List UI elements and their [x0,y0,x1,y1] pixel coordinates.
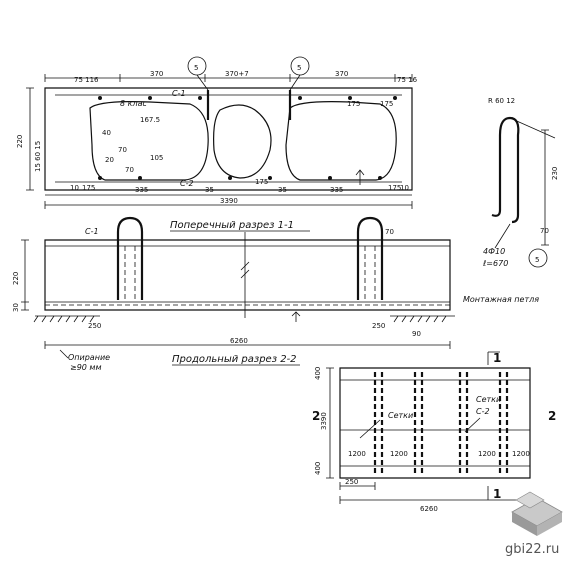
loop-small: 70 [540,227,549,235]
long-height: 220 [12,272,20,285]
dim-bottom-1: 10 [70,184,79,192]
rebar-dots [98,96,397,180]
plan-c2: С-2 [476,407,490,416]
inner-c: 40 [102,129,111,137]
dim-bottom-4: 35 [205,186,214,194]
dim-250-right: 250 [372,322,385,330]
inner-e: 20 [105,156,114,164]
dim-overall: 3390 [220,197,238,205]
label-c1: C-1 [172,89,186,98]
plan-span-1: 1200 [348,450,366,458]
dim-top-3: 370 [335,70,348,78]
dim-bottom-3: 335 [135,186,148,194]
plan-overall: 6260 [420,505,438,513]
dim-top-2: 370+7 [225,70,249,78]
plan-mark-1-top: 1 [493,351,501,365]
plan-mark-1-bottom: 1 [493,487,501,501]
plan-span-2: 1200 [390,450,408,458]
dim-edge-left: 75 116 [74,76,99,84]
label-c1-long: C-1 [85,227,99,236]
inner-r: 8 клас [120,99,147,108]
dim-90: 90 [412,330,421,338]
plan-span-4: 1200 [512,450,530,458]
dim-top-1: 370 [150,70,163,78]
plan-height: 3390 [320,412,328,430]
loop-spec-1: 4Ф10 [483,247,505,256]
section-title-1-1: Поперечный разрез 1-1 [170,220,294,231]
loop-marker-label: 5 [535,256,539,264]
plan-mark-2-right: 2 [548,409,556,423]
loop-marker [528,248,548,268]
dim-bottom-2: 175 [82,184,95,192]
loop-top-dim: R 60 12 [488,97,515,105]
montazh-label-1: Монтажная петля [463,295,539,304]
cross-section-1-1: 370 370+7 370 75 116 75 16 5 5 220 15 60… [16,56,418,232]
dim-height-sub: 15 60 15 [34,141,42,172]
support-value: ≥90 мм [70,363,102,372]
inner-b: 105 [150,154,163,162]
section-title-2-2: Продольный разрез 2-2 [172,354,297,365]
dim-bottom-6: 335 [330,186,343,194]
dim-bottom-8: 10 [400,184,409,192]
loop-height: 230 [551,167,559,180]
side-dim-2: 175 [347,100,360,108]
dim-bottom-5: 35 [278,186,287,194]
inner-f: 70 [125,166,134,174]
inner-a: 167.5 [140,116,160,124]
dim-bottom-7: 175 [388,184,401,192]
dim-250-left: 250 [88,322,101,330]
side-dim-1: 175 [255,178,268,186]
dim-70: 70 [385,228,394,236]
inner-d: 70 [118,146,127,154]
marker-5-right-label: 5 [297,64,301,72]
long-overall: 6260 [230,337,248,345]
plan-edge-bottom: 400 [314,462,322,475]
support-label: Опирание [68,353,110,362]
marker-5-left-label: 5 [194,64,198,72]
plan-mark-2-left: 2 [312,409,320,423]
dim-edge-right: 75 16 [397,76,418,84]
plan-setka-right: Сетки [476,395,501,404]
plan-setka-left: Сетки [388,411,413,420]
long-base: 30 [12,303,20,312]
dim-height: 220 [16,135,24,148]
plan-dim-250: 250 [345,478,358,486]
plan-edge-top: 400 [314,367,322,380]
watermark-text: gbi22.ru [505,542,559,557]
plan-span-3: 1200 [478,450,496,458]
side-dim-3: 175 [380,100,393,108]
watermark-logo [511,491,563,536]
longitudinal-section-2-2: C-1 70 220 30 250 250 90 6260 Опирание ≥… [12,216,539,372]
mesh-columns [373,372,509,474]
plan-view: 1 1 2 2 3390 400 400 Сетки Сетки С-2 120… [312,351,556,513]
label-c2: C-2 [180,179,194,188]
lifting-loop-detail: R 60 12 230 70 4Ф10 ℓ=670 5 [482,97,559,268]
loop-spec-2: ℓ=670 [482,259,508,268]
